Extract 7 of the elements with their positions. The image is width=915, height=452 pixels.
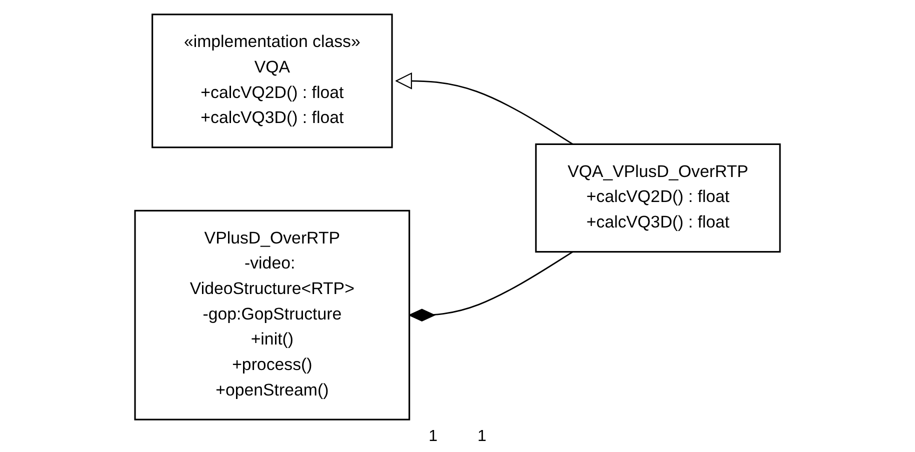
multiplicity-label: 1 bbox=[428, 428, 438, 446]
multiplicity-label: 1 bbox=[478, 428, 486, 446]
class-box: VQA_VPlusD_OverRTP +calcVQ2D() : float +calcVQ3D() : float bbox=[535, 143, 781, 253]
class-box: VPlusD_OverRTP -video: VideoStructure<RTP> -gop:GopStructure +init() +process() +openStream() bbox=[134, 210, 410, 420]
class-box: «implementation class» VQA +calcVQ2D() : float +calcVQ3D() : float bbox=[152, 14, 393, 148]
inheritance-arrow bbox=[396, 72, 574, 145]
composition-line bbox=[408, 251, 574, 322]
